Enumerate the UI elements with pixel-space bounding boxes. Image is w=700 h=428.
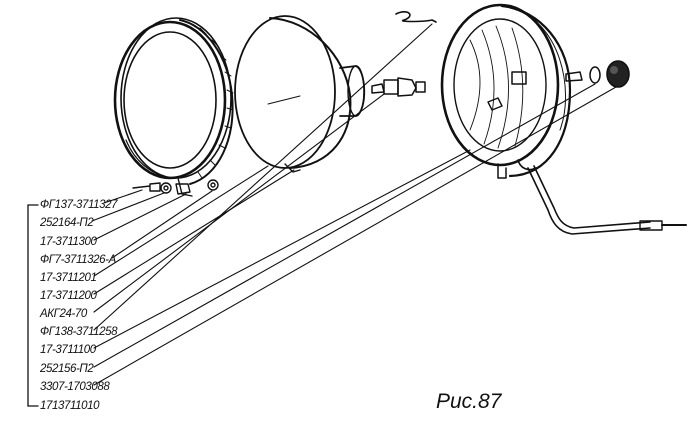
part-label: 3307-1703088 xyxy=(40,381,110,393)
part-label: 252164-П2 xyxy=(39,217,94,229)
part-label: 252156-П2 xyxy=(39,363,94,375)
part-label: 17-3711300 xyxy=(40,236,98,248)
part-labels: ФГ137-3711327 252164-П2 17-3711300 ФГ7-3… xyxy=(39,199,119,412)
part-label: ФГ7-3711326-А xyxy=(40,254,117,266)
headlight-lens-unit xyxy=(234,15,366,173)
label-bracket xyxy=(27,204,39,407)
part-label: ФГ137-3711327 xyxy=(40,199,118,211)
mounting-screw-and-clips xyxy=(132,179,219,195)
figure-caption: Рис.87 xyxy=(436,390,503,413)
headlight-bulb xyxy=(371,77,426,97)
part-label: ФГ138-3711258 xyxy=(40,326,118,338)
leader-lines xyxy=(91,23,617,386)
part-label: 17-3711200 xyxy=(40,290,98,302)
part-label: 17-3711201 xyxy=(40,272,97,284)
part-label: 17-3711100 xyxy=(40,344,97,356)
washer-and-cap-nut xyxy=(589,60,630,88)
reflector-housing xyxy=(395,3,583,179)
part-label: 1713711010 xyxy=(40,400,100,412)
part-label: АКГ24-70 xyxy=(39,308,88,320)
headlight-rim xyxy=(113,17,234,197)
headlight-cable xyxy=(527,165,687,235)
